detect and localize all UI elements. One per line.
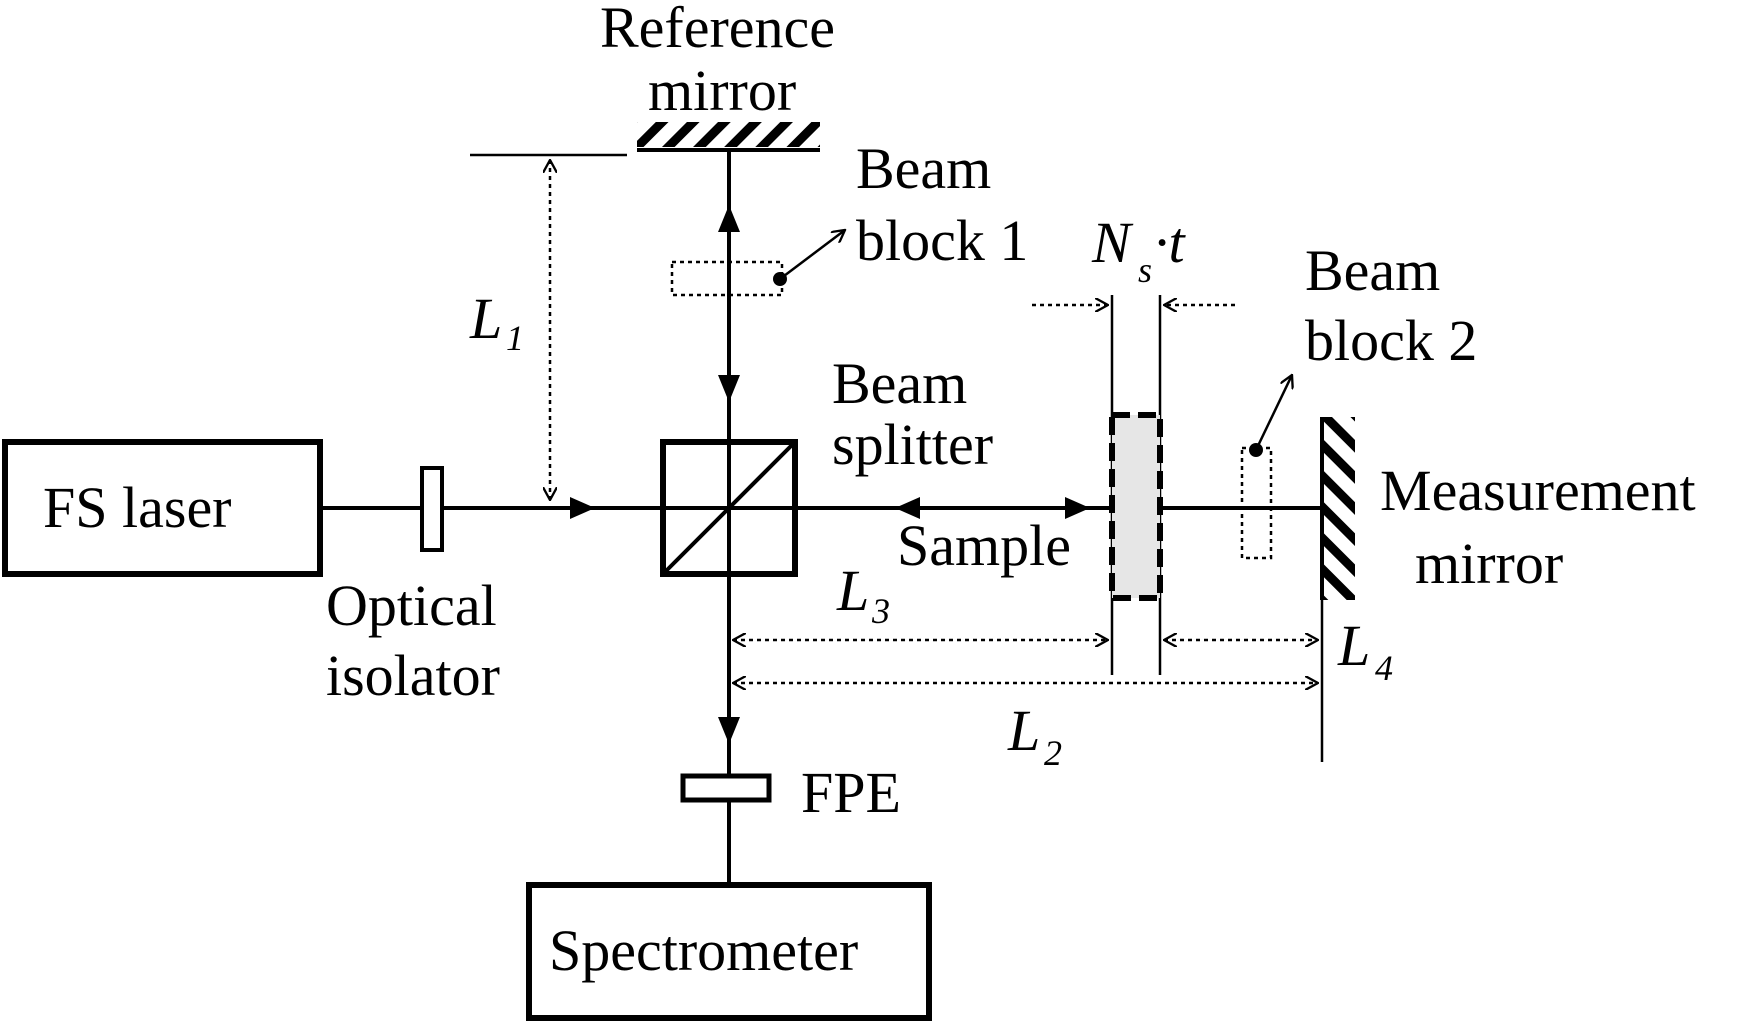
beam-block-2: Beam block 2 (1240, 238, 1477, 560)
beam-arrow-down-2 (718, 717, 740, 744)
measurement-mirror-label-1: Measurement (1380, 458, 1696, 523)
beam-block-1-label-1: Beam (856, 136, 991, 201)
beam-arrow-right-1 (570, 497, 595, 519)
l3-label: L (836, 558, 869, 623)
svg-text:N: N (1091, 210, 1134, 275)
sample: Sample (897, 295, 1163, 675)
l1-subscript: 1 (506, 318, 524, 358)
beam-arrow-down-1 (718, 375, 740, 402)
beam-block-2-label-1: Beam (1305, 238, 1440, 303)
l4-dimension: L 4 (1164, 613, 1393, 688)
l3-dimension: L 3 (733, 558, 1108, 640)
thickness-subscript: s (1138, 250, 1152, 290)
beam-block-1: Beam block 1 (670, 136, 1028, 297)
svg-text:L: L (836, 558, 869, 623)
thickness-n: N (1091, 210, 1134, 275)
fs-laser: FS laser (2, 439, 323, 577)
reference-mirror-label-1: Reference (600, 0, 835, 60)
beam-arrow-left (895, 497, 920, 519)
spectrometer: Spectrometer (526, 882, 932, 1021)
optical-isolator-label-1: Optical (326, 573, 497, 638)
thickness-dimension: N s ·t (1032, 210, 1235, 305)
measurement-mirror: Measurement mirror (1320, 417, 1696, 762)
l1-label: L (469, 286, 502, 351)
measurement-mirror-label-2: mirror (1415, 531, 1563, 596)
beam-arrow-up (718, 205, 740, 232)
thickness-rest: ·t (1154, 210, 1187, 275)
beam-splitter-label-2: splitter (832, 412, 993, 477)
l1-dimension: L 1 (469, 153, 627, 500)
beam-splitter: Beam splitter (660, 351, 993, 577)
optical-isolator-label-2: isolator (326, 643, 500, 708)
sample-label: Sample (897, 513, 1071, 578)
fpe-label: FPE (801, 760, 901, 825)
optical-isolator: Optical isolator (326, 466, 500, 708)
spectrometer-label: Spectrometer (549, 918, 858, 983)
fpe: FPE (680, 760, 901, 825)
svg-text:L: L (1007, 698, 1040, 763)
beam-splitter-label-1: Beam (832, 351, 967, 416)
fs-laser-label: FS laser (43, 475, 232, 540)
l2-dimension: L 2 (733, 683, 1318, 773)
beam-block-1-label-2: block 1 (856, 208, 1028, 273)
beam-arrow-right-2 (1065, 497, 1090, 519)
svg-text:L: L (1337, 613, 1370, 678)
svg-text:L: L (469, 286, 502, 351)
reference-mirror: Reference mirror (600, 0, 835, 152)
l4-label: L (1337, 613, 1370, 678)
reference-mirror-label-2: mirror (648, 58, 796, 123)
l4-subscript: 4 (1375, 648, 1393, 688)
l2-label: L (1007, 698, 1040, 763)
beam-block-2-label-2: block 2 (1305, 308, 1477, 373)
l3-subscript: 3 (871, 591, 890, 631)
l2-subscript: 2 (1044, 733, 1062, 773)
